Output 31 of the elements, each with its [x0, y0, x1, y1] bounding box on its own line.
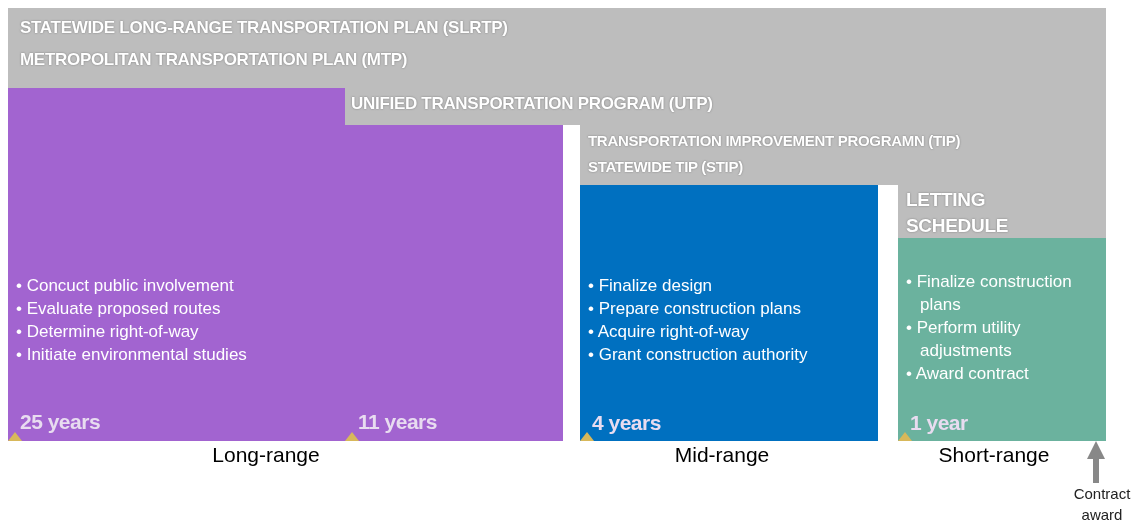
plan-band [8, 8, 1106, 88]
band-title: STATEWIDE TIP (STIP) [588, 158, 743, 175]
range-label: Short-range [938, 443, 1050, 467]
bullet-item: • Prepare construction plans [588, 298, 802, 320]
arrow [1087, 441, 1105, 483]
mid-range-panel [580, 185, 878, 441]
bullet-item: • Concuct public involvement [16, 275, 235, 297]
program-band [580, 125, 1106, 185]
bullet-item: • Determine right-of-way [16, 321, 200, 343]
bullet-item: • Finalize design [588, 275, 714, 297]
callout-text: Contract award [1062, 483, 1141, 526]
duration-label: 25 years [20, 410, 101, 434]
duration-label: 1 year [910, 411, 968, 435]
range-label: Mid-range [674, 443, 770, 467]
band-title: METROPOLITAN TRANSPORTATION PLAN (MTP) [20, 50, 408, 70]
band-title: UNIFIED TRANSPORTATION PROGRAM (UTP) [351, 94, 713, 114]
bullet-item: • Acquire right-of-way [588, 321, 750, 343]
bullet-item: • Award contract [906, 363, 1030, 385]
band-title: STATEWIDE LONG-RANGE TRANSPORTATION PLAN (SLRTP) [20, 18, 508, 38]
bullet-item: • Grant construction authority [588, 344, 809, 366]
band-title: LETTING SCHEDULE [906, 188, 1010, 238]
schedule-band [898, 185, 1106, 238]
bullet-item: • Perform utility adjustments [906, 317, 1022, 362]
bullet-item: • Finalize construction plans [906, 271, 1073, 316]
duration-label: 11 years [358, 410, 437, 434]
bullet-item: • Evaluate proposed routes [16, 298, 222, 320]
range-label: Long-range [212, 443, 320, 467]
band-title: TRANSPORTATION IMPROVEMENT PROGRAMN (TIP) [588, 132, 961, 149]
duration-label: 4 years [592, 411, 661, 435]
bullet-item: • Initiate environmental studies [16, 344, 248, 366]
short-range-panel [898, 238, 1106, 441]
